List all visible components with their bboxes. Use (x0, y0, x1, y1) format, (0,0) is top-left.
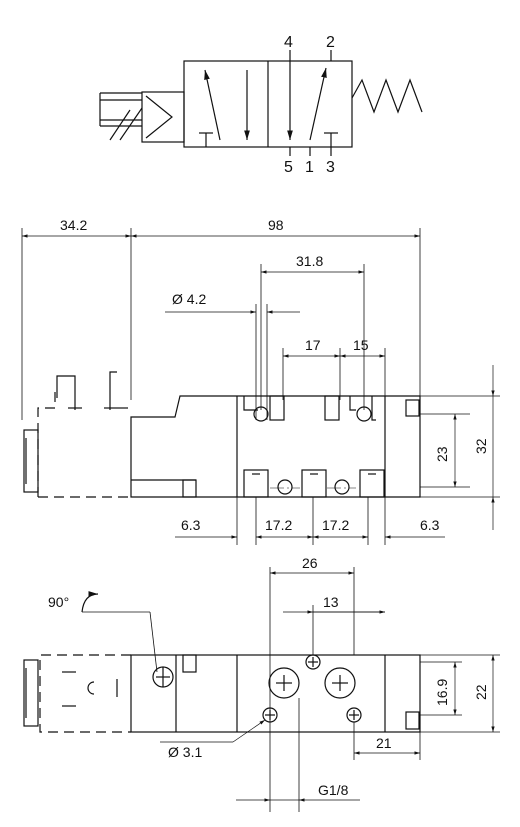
port-label-3: 3 (326, 159, 335, 176)
dim-17-2-right: 17.2 (322, 517, 349, 533)
dim-21: 21 (376, 735, 392, 751)
rotation-label: 90° (48, 594, 69, 610)
dim-g1-8: G1/8 (318, 782, 349, 798)
dim-13: 13 (323, 594, 339, 610)
dim-dia-3-1: Ø 3.1 (168, 744, 202, 760)
dim-26: 26 (302, 555, 318, 571)
side-view: 34.2 98 31.8 Ø 4.2 17 15 (21, 217, 500, 545)
port-label-4: 4 (284, 34, 293, 51)
dim-16-9: 16.9 (434, 679, 450, 706)
dim-34-2: 34.2 (60, 217, 87, 233)
port-label-1: 1 (305, 159, 314, 176)
top-view: 26 13 90° (23, 555, 500, 812)
dim-32: 32 (473, 438, 489, 454)
dim-17-2-left: 17.2 (265, 517, 292, 533)
dim-31-8: 31.8 (296, 253, 323, 269)
dim-23: 23 (434, 446, 450, 462)
rotate-arrow-icon (81, 591, 99, 613)
dim-22: 22 (473, 684, 489, 700)
dim-6-3-left: 6.3 (181, 517, 201, 533)
port-label-5: 5 (284, 159, 293, 176)
dim-15: 15 (353, 337, 369, 353)
dim-17: 17 (305, 337, 321, 353)
dim-6-3-right: 6.3 (420, 517, 440, 533)
port-label-2: 2 (326, 34, 335, 51)
dim-dia-4-2: Ø 4.2 (172, 291, 206, 307)
dim-98: 98 (268, 217, 284, 233)
valve-symbol: 4 2 5 1 3 (99, 34, 423, 176)
